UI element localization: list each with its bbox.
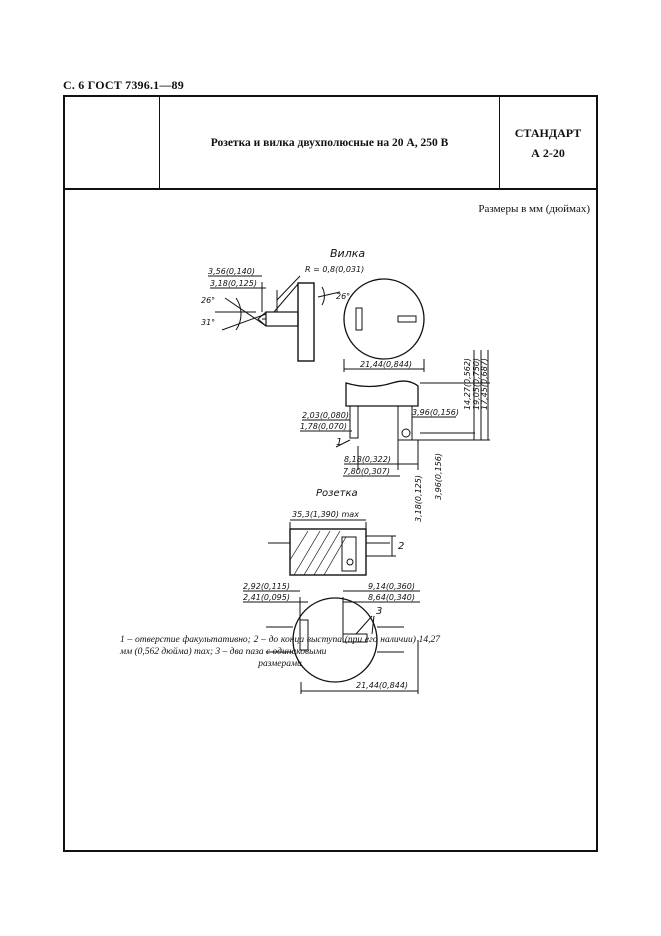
dim-label: 35,3(1,390) max — [292, 510, 359, 519]
dim-label: 7,80(0,307) — [343, 467, 390, 476]
dim-label: 2,92(0,115) — [243, 582, 290, 591]
dim-label: 8,64(0,340) — [368, 593, 415, 602]
standard-code: А 2-20 — [531, 145, 565, 160]
standard-cell: СТАНДАРТ А 2-20 — [500, 97, 596, 188]
plug-profile-view — [345, 350, 490, 470]
page-header: С. 6 ГОСТ 7396.1—89 — [63, 78, 184, 92]
dim-label: 2,41(0,095) — [243, 593, 290, 602]
callout-1: 1 — [336, 437, 342, 448]
dim-label: 8,18(0,322) — [344, 455, 391, 464]
dim-label: 3,18(0,125) — [210, 279, 257, 288]
legend-text-end: размерами — [258, 659, 302, 669]
dim-label: 21,44(0,844) — [356, 681, 408, 690]
socket-front-view — [266, 597, 419, 694]
callout-3: 3 — [376, 606, 382, 617]
angle-label: 31° — [201, 318, 215, 327]
radius-label: R = 0,8(0,031) — [305, 265, 364, 274]
plug-title: Вилка — [330, 247, 365, 260]
units-note: Размеры в мм (дюймах) — [478, 203, 590, 215]
title-block-blank-cell — [65, 97, 160, 188]
angle-label: 26° — [336, 292, 350, 301]
dim-label: 14,27(0,562) — [463, 358, 472, 410]
dim-label: 19,05(0,750) — [472, 358, 481, 410]
figure-legend: 1 – отверстие факультативно; 2 – до конц… — [120, 634, 440, 670]
dim-label: 21,44(0,844) — [360, 360, 412, 369]
dim-label: 9,14(0,360) — [368, 582, 415, 591]
dim-label: 3,96(0,156) — [412, 408, 459, 417]
title-block: Розетка и вилка двухполюсные на 20 А, 25… — [65, 97, 596, 190]
dim-label: 3,96(0,156) — [434, 453, 443, 500]
dim-label: 3,18(0,125) — [414, 475, 423, 522]
angle-label: 26° — [201, 296, 215, 305]
callout-2: 2 — [398, 541, 404, 552]
dim-label: 3,56(0,140) — [208, 267, 255, 276]
dim-label: 2,03(0,080) — [302, 411, 349, 420]
plug-front-view — [343, 278, 425, 372]
legend-text: 1 – отверстие факультативно; 2 – до конц… — [120, 635, 440, 657]
document-title: Розетка и вилка двухполюсные на 20 А, 25… — [160, 97, 500, 188]
dim-label: 17,45(0,687) — [480, 358, 489, 410]
plug-side-view — [215, 275, 341, 362]
standard-frame: Розетка и вилка двухполюсные на 20 А, 25… — [63, 95, 598, 852]
socket-title: Розетка — [316, 488, 358, 499]
standard-label: СТАНДАРТ — [514, 125, 582, 140]
socket-side-view — [268, 522, 396, 576]
dim-label: 1,78(0,070) — [300, 422, 347, 431]
